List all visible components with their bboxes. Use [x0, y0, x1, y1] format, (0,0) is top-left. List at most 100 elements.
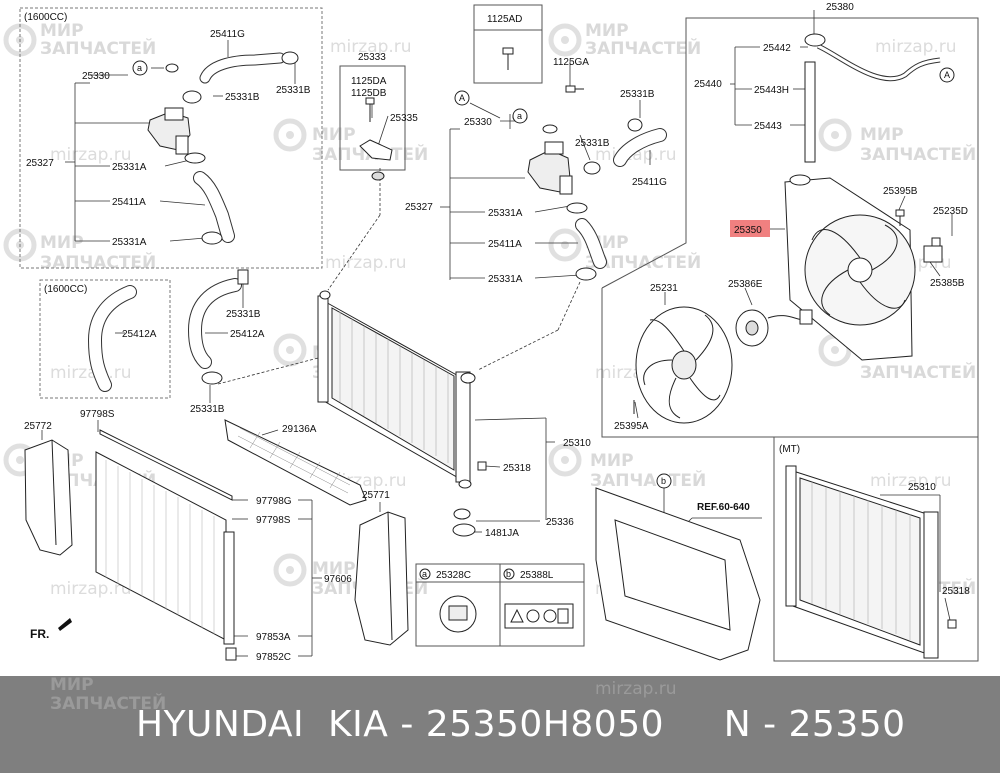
o-ring-part	[165, 63, 179, 73]
watermark-ru-top: МИР	[590, 451, 634, 471]
condenser-97606-part	[95, 451, 237, 661]
label-25411a: 25411A	[112, 197, 146, 208]
clamp-25331b-part	[281, 51, 299, 65]
footer-watermark-ru-bottom: ЗАПЧАСТЕЙ	[50, 694, 167, 714]
label-25335: 25335	[390, 113, 418, 124]
watermark-ru-top: МИР	[40, 21, 84, 41]
diagram-canvas: МИР ЗАПЧАСТЕЙ МИР ЗАПЧАСТЕЙ mirzap.ru mi…	[3, 2, 979, 663]
clamp-25331a-part	[184, 152, 206, 164]
label-a: a	[137, 63, 142, 73]
radiator-mt-25310-part	[785, 465, 957, 659]
leader-lines	[41, 10, 953, 657]
air-guard-25772-part	[24, 439, 73, 556]
label-97798g: 97798G	[256, 496, 292, 507]
parts-1600cc-hose	[87, 269, 249, 392]
solid-boxes	[339, 4, 979, 662]
label-25331b: 25331B	[575, 138, 610, 149]
label-25318: 25318	[942, 586, 970, 597]
label-1125da: 1125DA	[351, 76, 387, 87]
label-25411g: 25411G	[632, 177, 667, 188]
watermark-ru-bottom: ЗАПЧАСТЕЙ	[40, 37, 156, 59]
footer-bar	[0, 676, 1000, 773]
watermark-ru-top: МИР	[40, 233, 84, 253]
label-b: b	[661, 476, 666, 486]
air-guard-29136a-part	[224, 419, 367, 506]
fan-blade-25231-part	[635, 306, 733, 424]
group-box-1600cc-hose	[39, 279, 171, 399]
label-25395a: 25395A	[614, 421, 649, 432]
watermark-domain: mirzap.ru	[870, 471, 952, 491]
label-25235d: 25235D	[933, 206, 968, 217]
callout-A-circle	[939, 67, 955, 83]
label-97606: 97606	[324, 574, 352, 585]
watermark-ru-bottom: ЗАПЧАСТЕЙ	[585, 37, 701, 59]
legend-icons	[419, 568, 574, 633]
label-25331a: 25331A	[488, 274, 523, 285]
label-25412a: 25412A	[122, 329, 157, 340]
fan-assembly-outline	[601, 17, 979, 438]
watermark-domain: mirzap.ru	[875, 37, 957, 57]
watermark-logo-icon	[818, 118, 852, 152]
label-25310: 25310	[908, 482, 936, 493]
part-labels: (1600CC) 25411G 25330 a 25331B 25331B 25…	[24, 2, 970, 663]
seal-97798-part	[99, 429, 233, 501]
radiator-cap-25336-part	[452, 508, 476, 537]
part-number-title: HYUNDAI KIA - 25350H8050 N - 25350	[136, 704, 906, 745]
callout-circles	[132, 60, 955, 489]
label-25386e: 25386E	[728, 279, 763, 290]
label-25442: 25442	[763, 43, 791, 54]
label-25385b: 25385B	[930, 278, 965, 289]
watermark-domain: mirzap.ru	[50, 363, 132, 383]
label-97798s: 97798S	[256, 515, 291, 526]
legend-b-circle	[503, 568, 515, 580]
watermark-logo-icon	[548, 228, 582, 262]
target-part-highlight	[730, 220, 770, 237]
label-25331b: 25331B	[190, 404, 225, 415]
bracket-25335-part	[359, 139, 393, 161]
label-25331b: 25331B	[620, 89, 655, 100]
label-25327: 25327	[26, 158, 54, 169]
label-25231: 25231	[650, 283, 678, 294]
label-1125db: 1125DB	[351, 88, 387, 99]
watermark-ru-bottom: ЗАПЧАСТЕЙ	[860, 143, 976, 165]
label-1481ja: 1481JA	[485, 528, 519, 539]
label-25772: 25772	[24, 421, 52, 432]
watermark-ru-bottom: ЗАПЧАСТЕЙ	[860, 361, 976, 383]
label-25333: 25333	[358, 52, 386, 63]
label-front: FR.	[30, 627, 49, 641]
footer-watermark-ru-top: МИР	[50, 675, 94, 695]
watermark-domain: mirzap.ru	[325, 253, 407, 273]
bolt-25395b-part	[895, 209, 905, 226]
parts-a-group	[512, 111, 667, 281]
bolt-1125ad-part	[502, 47, 514, 70]
callout-a-circle	[132, 60, 148, 76]
reservoir-hose-25440-part	[804, 33, 941, 163]
group-box-25333	[339, 65, 406, 171]
clamp-25331a-part	[201, 231, 223, 245]
watermark-ru-top: МИР	[312, 559, 356, 579]
air-guard-25771-part	[354, 511, 409, 646]
callout-a-circle	[512, 108, 528, 124]
label-25318: 25318	[503, 463, 531, 474]
label-29136a: 29136A	[282, 424, 317, 435]
label-97798s: 97798S	[80, 409, 115, 420]
legend-a-code: 25328C	[436, 570, 471, 581]
group-box-1600cc-top	[19, 7, 323, 269]
legend-a-circle	[419, 568, 431, 580]
bolt-1125ga-part	[565, 85, 584, 93]
parts-top-left	[147, 51, 299, 245]
front-arrow-icon	[58, 618, 72, 631]
watermark-logo-icon	[273, 118, 307, 152]
warning-label-b-icon	[504, 603, 574, 629]
label-25395b: 25395B	[883, 186, 918, 197]
label-a: a	[517, 111, 522, 121]
watermark-logo-icon	[548, 443, 582, 477]
label-mt: (MT)	[779, 444, 800, 455]
rubber-mount-part	[371, 171, 385, 181]
label-25310: 25310	[563, 438, 591, 449]
watermark-ru-top: МИР	[312, 125, 356, 145]
label-25440: 25440	[694, 79, 722, 90]
legend-b-code: 25388L	[520, 570, 554, 581]
drain-plug-25318-part	[477, 461, 487, 471]
callout-b-circle	[656, 473, 672, 489]
